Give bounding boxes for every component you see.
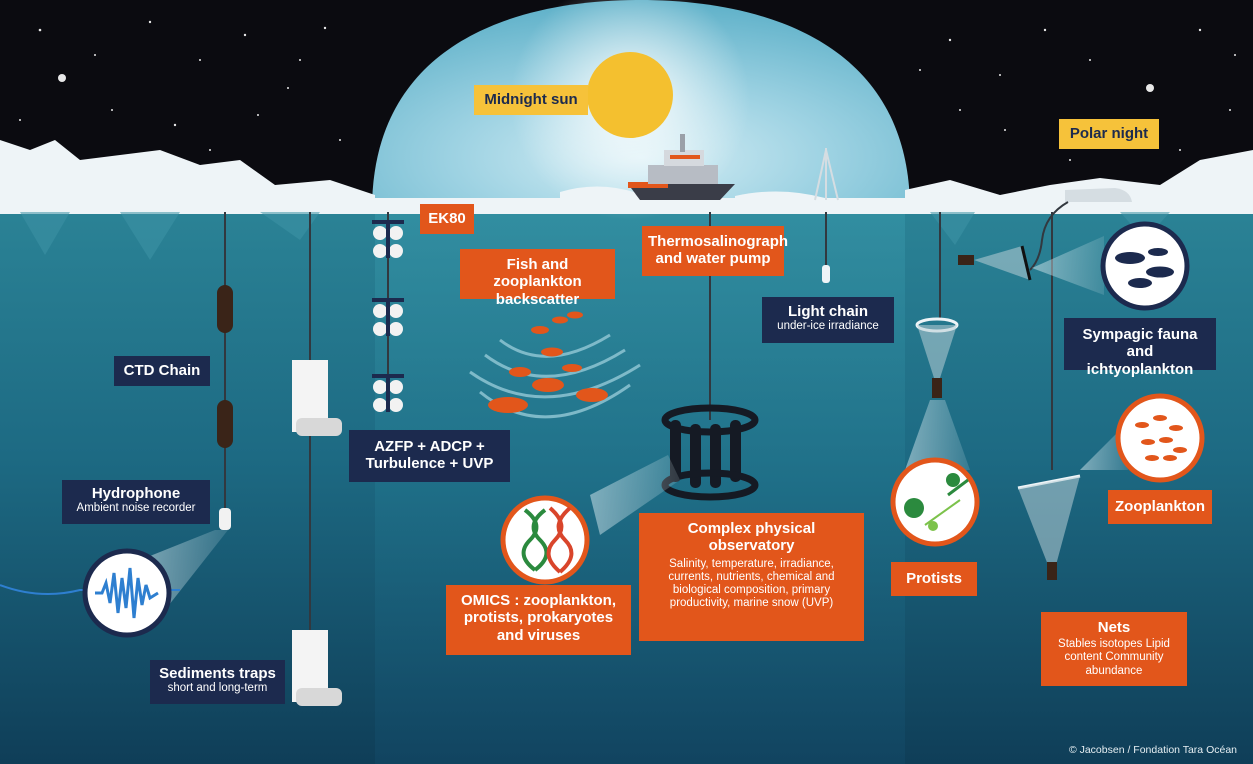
ctd-chain-label: CTD Chain xyxy=(114,356,210,386)
sediment-trap-icon-2 xyxy=(292,630,342,706)
thermosalinograph-label: Thermosalinograph and water pump xyxy=(642,226,789,276)
sympagic-text: Sympagic fauna and ichtyoplankton xyxy=(1082,326,1198,378)
sediment-trap-icon-1 xyxy=(292,360,342,436)
zooplankton-icon xyxy=(1115,393,1205,483)
ctd-instruments xyxy=(217,285,233,448)
hydrophone-subtitle: Ambient noise recorder xyxy=(76,502,196,515)
light-sensor xyxy=(822,265,830,283)
observatory-cage-icon xyxy=(661,404,759,501)
sympagic-beam xyxy=(1032,236,1104,295)
sediments-traps-label: Sediments traps short and long-term xyxy=(150,660,285,704)
nets-subtitle: Stables isotopes Lipid content Community… xyxy=(1058,638,1170,677)
protists-text: Protists xyxy=(906,570,962,587)
ctd-chain-text: CTD Chain xyxy=(123,362,201,379)
complex-observatory-title: Complex physical observatory xyxy=(687,520,816,555)
ek80-label: EK80 xyxy=(420,204,474,234)
azfp-devices xyxy=(372,220,404,412)
light-chain-subtitle: under-ice irradiance xyxy=(777,320,879,333)
ek80-text: EK80 xyxy=(428,210,466,227)
sediments-traps-subtitle: short and long-term xyxy=(167,682,268,695)
ice-keels xyxy=(20,212,1170,260)
polar-night-label: Polar night xyxy=(1059,119,1159,149)
azfp-text: AZFP + ADCP + Turbulence + UVP xyxy=(365,438,494,473)
credit-text: © Jacobsen / Fondation Tara Océan xyxy=(1068,744,1237,756)
complex-observatory-subtitle: Salinity, temperature, irradiance, curre… xyxy=(668,557,835,610)
zooplankton-net-icon xyxy=(1017,474,1081,580)
protist-beam xyxy=(905,400,970,470)
ship-icon xyxy=(628,134,735,200)
midnight-sun-text: Midnight sun xyxy=(484,91,578,108)
protists-label: Protists xyxy=(891,562,977,596)
omics-text: OMICS : zooplankton, protists, prokaryot… xyxy=(461,592,616,644)
thermosalinograph-text: Thermosalinograph and water pump xyxy=(648,233,789,268)
sea-ice-right xyxy=(905,150,1253,212)
nets-title: Nets xyxy=(1097,619,1131,636)
protists-icon xyxy=(890,457,980,547)
light-chain-title: Light chain xyxy=(788,303,868,320)
zooplankton-label: Zooplankton xyxy=(1108,490,1212,524)
sediments-traps-title: Sediments traps xyxy=(159,665,276,682)
light-chain-mast xyxy=(814,148,839,201)
dna-icon xyxy=(500,495,590,585)
complex-observatory-label: Complex physical observatory Salinity, t… xyxy=(639,513,864,641)
nets-label: Nets Stables isotopes Lipid content Comm… xyxy=(1041,612,1187,686)
fish-icon xyxy=(1100,221,1190,311)
sympagic-label: Sympagic fauna and ichtyoplankton xyxy=(1064,318,1216,378)
trawl-net-icon xyxy=(958,245,1032,281)
hydrophone-label: Hydrophone Ambient noise recorder xyxy=(62,480,210,524)
azfp-label: AZFP + ADCP + Turbulence + UVP xyxy=(349,430,510,482)
midnight-sun-label: Midnight sun xyxy=(474,85,588,115)
sled-icon xyxy=(1065,188,1132,202)
protist-net-icon xyxy=(915,317,959,398)
light-chain-label: Light chain under-ice irradiance xyxy=(762,297,894,343)
polar-night-text: Polar night xyxy=(1069,125,1149,142)
fish-school-icon xyxy=(488,311,608,413)
sound-line xyxy=(0,584,180,595)
omics-beam xyxy=(590,455,680,535)
zooplankton-text: Zooplankton xyxy=(1115,498,1205,515)
sea-ice-left xyxy=(0,140,375,212)
hydrophone-title: Hydrophone xyxy=(91,485,181,502)
sun-icon xyxy=(587,52,673,138)
sound-wave-icon xyxy=(82,548,172,638)
omics-label: OMICS : zooplankton, protists, prokaryot… xyxy=(446,585,631,655)
tow-line xyxy=(1029,201,1069,271)
hydrophone-device xyxy=(219,508,231,530)
fish-backscatter-label: Fish and zooplankton backscatter xyxy=(460,249,615,308)
fish-backscatter-text: Fish and zooplankton backscatter xyxy=(493,256,582,308)
